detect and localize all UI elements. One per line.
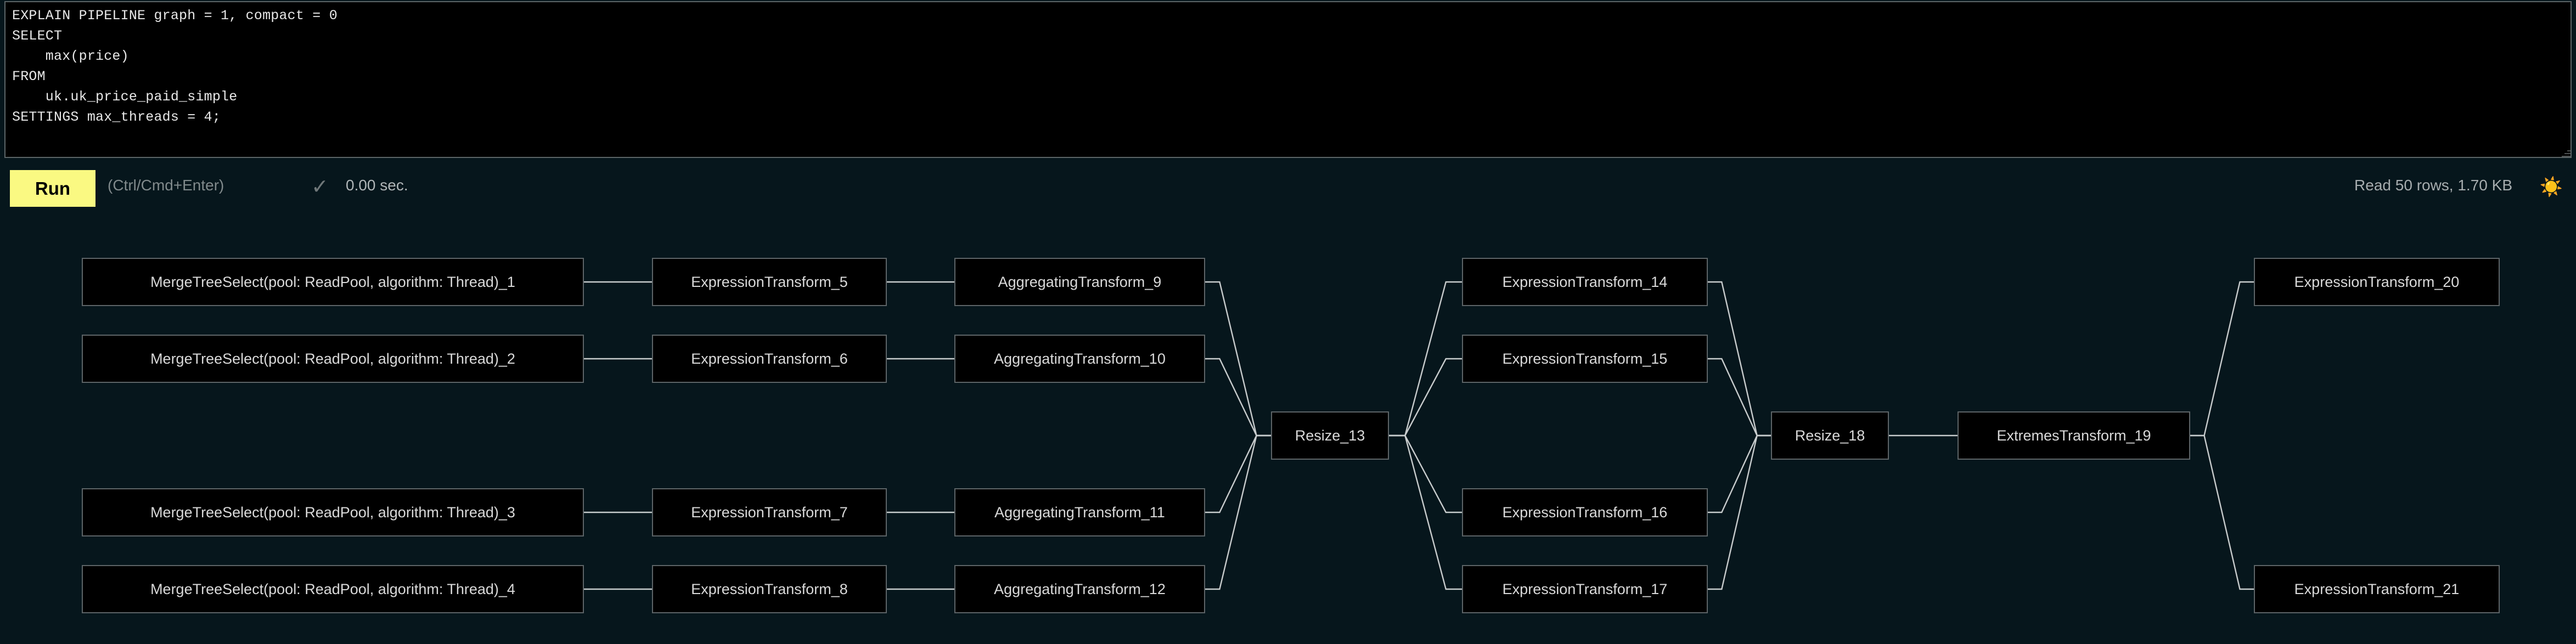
graph-node-label: AggregatingTransform_10 xyxy=(994,350,1166,367)
graph-node-label: AggregatingTransform_12 xyxy=(994,580,1166,597)
graph-node-label: ExpressionTransform_6 xyxy=(691,350,848,367)
graph-node-ex19[interactable]: ExtremesTransform_19 xyxy=(1958,411,2190,460)
graph-node-mts3[interactable]: MergeTreeSelect(pool: ReadPool, algorith… xyxy=(82,488,584,536)
graph-node-label: Resize_18 xyxy=(1795,427,1865,444)
sql-query-input[interactable] xyxy=(4,1,2572,158)
graph-node-label: ExpressionTransform_7 xyxy=(691,504,848,521)
graph-node-label: MergeTreeSelect(pool: ReadPool, algorith… xyxy=(150,350,515,367)
graph-edge-ex19-et20 xyxy=(2190,281,2254,437)
graph-node-label: ExtremesTransform_19 xyxy=(1996,427,2151,444)
graph-node-mts1[interactable]: MergeTreeSelect(pool: ReadPool, algorith… xyxy=(82,258,584,306)
graph-edge-et16-rs18 xyxy=(1708,434,1771,513)
check-icon: ✓ xyxy=(311,176,329,199)
graph-node-label: ExpressionTransform_5 xyxy=(691,273,848,290)
graph-node-et20[interactable]: ExpressionTransform_20 xyxy=(2254,258,2500,306)
graph-edge-ex19-et21 xyxy=(2190,434,2254,590)
sql-editor-region xyxy=(0,0,2576,160)
sun-icon[interactable]: ☀️ xyxy=(2539,177,2563,197)
graph-node-ag11[interactable]: AggregatingTransform_11 xyxy=(954,488,1205,536)
graph-node-et14[interactable]: ExpressionTransform_14 xyxy=(1462,258,1708,306)
graph-node-rs13[interactable]: Resize_13 xyxy=(1271,411,1389,460)
graph-edge-ag12-rs13 xyxy=(1205,434,1271,590)
graph-node-et16[interactable]: ExpressionTransform_16 xyxy=(1462,488,1708,536)
run-button[interactable]: Run xyxy=(10,170,95,207)
graph-node-mts4[interactable]: MergeTreeSelect(pool: ReadPool, algorith… xyxy=(82,565,584,613)
graph-node-label: MergeTreeSelect(pool: ReadPool, algorith… xyxy=(150,580,515,597)
graph-edge-ag11-rs13 xyxy=(1205,434,1271,513)
graph-node-ag12[interactable]: AggregatingTransform_12 xyxy=(954,565,1205,613)
editor-resize-handle[interactable] xyxy=(2561,147,2571,157)
graph-node-mts2[interactable]: MergeTreeSelect(pool: ReadPool, algorith… xyxy=(82,335,584,383)
graph-node-label: AggregatingTransform_11 xyxy=(994,504,1165,521)
graph-node-label: MergeTreeSelect(pool: ReadPool, algorith… xyxy=(150,273,515,290)
graph-node-et7[interactable]: ExpressionTransform_7 xyxy=(652,488,887,536)
graph-node-label: ExpressionTransform_15 xyxy=(1502,350,1668,367)
graph-node-et6[interactable]: ExpressionTransform_6 xyxy=(652,335,887,383)
graph-edge-layer xyxy=(584,281,2254,590)
graph-node-et8[interactable]: ExpressionTransform_8 xyxy=(652,565,887,613)
graph-node-label: ExpressionTransform_14 xyxy=(1502,273,1668,290)
graph-node-label: AggregatingTransform_9 xyxy=(998,273,1162,290)
graph-edge-et17-rs18 xyxy=(1708,434,1771,590)
pipeline-graph-canvas[interactable]: MergeTreeSelect(pool: ReadPool, algorith… xyxy=(0,215,2576,644)
graph-edge-ag10-rs13 xyxy=(1205,358,1271,437)
graph-node-label: MergeTreeSelect(pool: ReadPool, algorith… xyxy=(150,504,515,521)
elapsed-time-label: 0.00 sec. xyxy=(346,177,408,194)
graph-edge-rs13-et16 xyxy=(1389,434,1462,513)
graph-node-et5[interactable]: ExpressionTransform_5 xyxy=(652,258,887,306)
graph-node-et15[interactable]: ExpressionTransform_15 xyxy=(1462,335,1708,383)
graph-node-label: ExpressionTransform_16 xyxy=(1502,504,1668,521)
graph-node-label: ExpressionTransform_8 xyxy=(691,580,848,597)
graph-node-label: Resize_13 xyxy=(1295,427,1365,444)
graph-edge-rs13-et17 xyxy=(1389,434,1462,590)
graph-edge-rs13-et15 xyxy=(1389,358,1462,437)
graph-node-et17[interactable]: ExpressionTransform_17 xyxy=(1462,565,1708,613)
graph-node-label: ExpressionTransform_17 xyxy=(1502,580,1668,597)
graph-node-rs18[interactable]: Resize_18 xyxy=(1771,411,1889,460)
hotkey-hint-label: (Ctrl/Cmd+Enter) xyxy=(108,177,224,194)
read-stats-label: Read 50 rows, 1.70 KB xyxy=(2354,177,2512,194)
graph-edge-et15-rs18 xyxy=(1708,358,1771,437)
graph-node-label: ExpressionTransform_20 xyxy=(2294,273,2460,290)
graph-node-ag9[interactable]: AggregatingTransform_9 xyxy=(954,258,1205,306)
graph-node-et21[interactable]: ExpressionTransform_21 xyxy=(2254,565,2500,613)
graph-node-label: ExpressionTransform_21 xyxy=(2294,580,2460,597)
graph-node-ag10[interactable]: AggregatingTransform_10 xyxy=(954,335,1205,383)
query-toolbar: Run (Ctrl/Cmd+Enter) ✓ 0.00 sec. Read 50… xyxy=(0,162,2576,215)
